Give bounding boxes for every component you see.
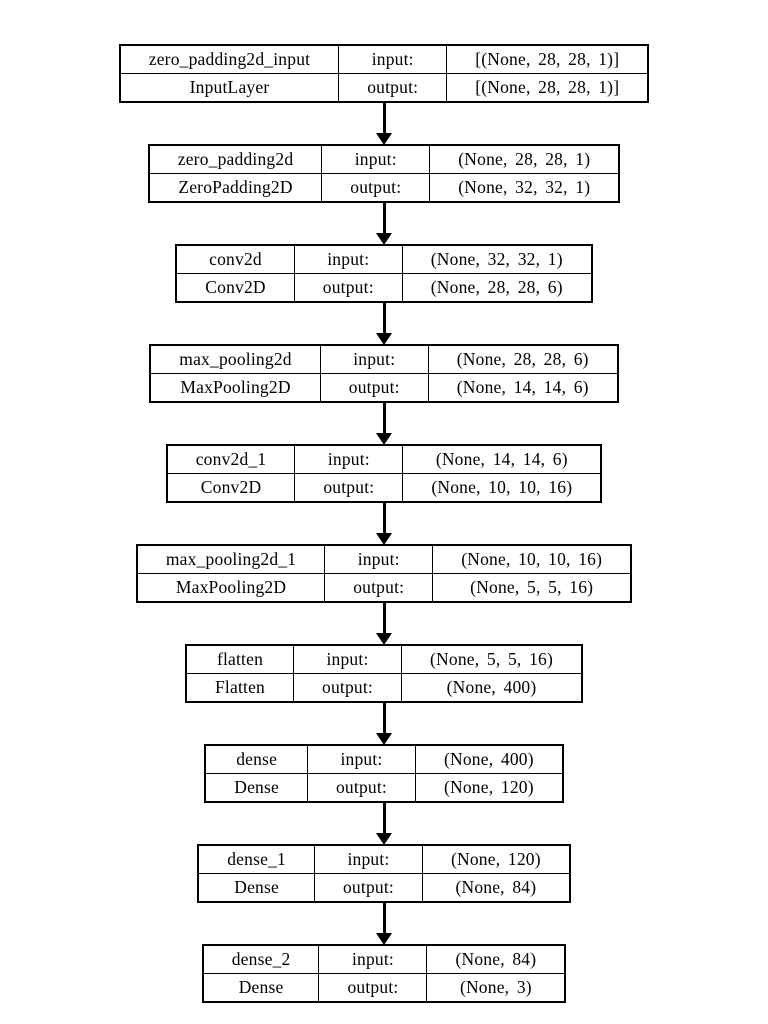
layer-type: Dense — [198, 873, 315, 902]
input-label: input: — [319, 345, 429, 374]
input-label: input: — [313, 845, 423, 874]
arrow-shaft — [382, 702, 386, 733]
layer-name: conv2d_1 — [166, 445, 296, 474]
input-label: input: — [294, 445, 404, 474]
layer-type: Dense — [205, 773, 308, 802]
arrow-head-icon — [376, 333, 392, 345]
layer-name: max_pooling2d — [150, 345, 321, 374]
arrow-shaft — [382, 902, 386, 933]
input-label: input: — [321, 145, 431, 174]
layer-node-flatten: flatten input: (None, 5, 5, 16) Flatten … — [185, 645, 583, 702]
output-label: output: — [293, 673, 402, 702]
output-shape: (None, 14, 14, 6) — [427, 373, 618, 402]
arrow-shaft — [382, 402, 386, 433]
input-shape: (None, 28, 28, 6) — [427, 345, 618, 374]
input-label: input: — [293, 645, 402, 674]
layer-node-zero-padding2d-input: zero_padding2d_input input: [(None, 28, … — [119, 45, 649, 102]
layer-node-zero-padding2d: zero_padding2d input: (None, 28, 28, 1) … — [148, 145, 620, 202]
output-label: output: — [324, 573, 434, 602]
flow-arrow — [376, 602, 392, 645]
input-shape: (None, 14, 14, 6) — [402, 445, 602, 474]
flow-arrow — [376, 702, 392, 745]
input-shape: [(None, 28, 28, 1)] — [446, 45, 649, 74]
output-label: output: — [293, 273, 403, 302]
output-shape: (None, 10, 10, 16) — [402, 473, 602, 502]
flow-arrow — [376, 802, 392, 845]
arrow-shaft — [382, 802, 386, 833]
arrow-head-icon — [376, 733, 392, 745]
layer-name: max_pooling2d_1 — [136, 545, 326, 574]
input-shape: (None, 400) — [414, 745, 563, 774]
input-label: input: — [306, 745, 416, 774]
output-label: output: — [318, 973, 428, 1002]
input-label: input: — [338, 45, 448, 74]
flow-arrow — [376, 302, 392, 345]
arrow-shaft — [382, 302, 386, 333]
output-label: output: — [306, 773, 416, 802]
input-shape: (None, 5, 5, 16) — [400, 645, 583, 674]
output-shape: (None, 120) — [414, 773, 563, 802]
arrow-head-icon — [376, 133, 392, 145]
output-shape: (None, 32, 32, 1) — [429, 173, 620, 202]
output-shape: (None, 5, 5, 16) — [432, 573, 632, 602]
layer-type: Dense — [202, 973, 320, 1002]
layer-node-max-pooling2d-1: max_pooling2d_1 input: (None, 10, 10, 16… — [136, 545, 632, 602]
output-label: output: — [294, 473, 404, 502]
output-shape: (None, 400) — [400, 673, 583, 702]
layer-node-dense-2: dense_2 input: (None, 84) Dense output: … — [202, 945, 566, 1002]
layer-type: MaxPooling2D — [136, 573, 326, 602]
arrow-head-icon — [376, 933, 392, 945]
layer-type: ZeroPadding2D — [148, 173, 323, 202]
input-shape: (None, 28, 28, 1) — [429, 145, 620, 174]
output-label: output: — [319, 373, 429, 402]
layer-type: Conv2D — [166, 473, 296, 502]
arrow-head-icon — [376, 633, 392, 645]
layer-name: zero_padding2d — [148, 145, 323, 174]
layer-node-dense-1: dense_1 input: (None, 120) Dense output:… — [198, 845, 570, 902]
output-shape: (None, 84) — [421, 873, 570, 902]
input-shape: (None, 32, 32, 1) — [401, 245, 592, 274]
layer-type: Flatten — [185, 673, 295, 702]
output-shape: [(None, 28, 28, 1)] — [446, 73, 649, 102]
flow-arrow — [376, 402, 392, 445]
arrow-shaft — [382, 502, 386, 533]
layer-node-max-pooling2d: max_pooling2d input: (None, 28, 28, 6) M… — [150, 345, 618, 402]
arrow-shaft — [382, 602, 386, 633]
input-shape: (None, 120) — [421, 845, 570, 874]
input-shape: (None, 84) — [426, 945, 566, 974]
arrow-head-icon — [376, 833, 392, 845]
layer-name: dense_1 — [198, 845, 315, 874]
output-label: output: — [321, 173, 431, 202]
layer-name: dense_2 — [202, 945, 320, 974]
output-shape: (None, 3) — [426, 973, 566, 1002]
layer-node-conv2d-1: conv2d_1 input: (None, 14, 14, 6) Conv2D… — [166, 445, 602, 502]
layer-node-dense: dense input: (None, 400) Dense output: (… — [205, 745, 563, 802]
flow-arrow — [376, 102, 392, 145]
flow-arrow — [376, 902, 392, 945]
output-label: output: — [313, 873, 423, 902]
layer-node-conv2d: conv2d input: (None, 32, 32, 1) Conv2D o… — [176, 245, 592, 302]
layer-type: Conv2D — [176, 273, 295, 302]
flow-arrow — [376, 202, 392, 245]
output-shape: (None, 28, 28, 6) — [401, 273, 592, 302]
layer-name: zero_padding2d_input — [119, 45, 340, 74]
input-label: input: — [293, 245, 403, 274]
input-label: input: — [318, 945, 428, 974]
arrow-head-icon — [376, 433, 392, 445]
arrow-head-icon — [376, 233, 392, 245]
layer-name: dense — [205, 745, 308, 774]
layer-type: InputLayer — [119, 73, 340, 102]
arrow-shaft — [382, 202, 386, 233]
input-label: input: — [324, 545, 434, 574]
arrow-head-icon — [376, 533, 392, 545]
output-label: output: — [338, 73, 448, 102]
layer-name: flatten — [185, 645, 295, 674]
flow-arrow — [376, 502, 392, 545]
arrow-shaft — [382, 102, 386, 133]
layer-type: MaxPooling2D — [150, 373, 321, 402]
layer-name: conv2d — [176, 245, 295, 274]
input-shape: (None, 10, 10, 16) — [432, 545, 632, 574]
